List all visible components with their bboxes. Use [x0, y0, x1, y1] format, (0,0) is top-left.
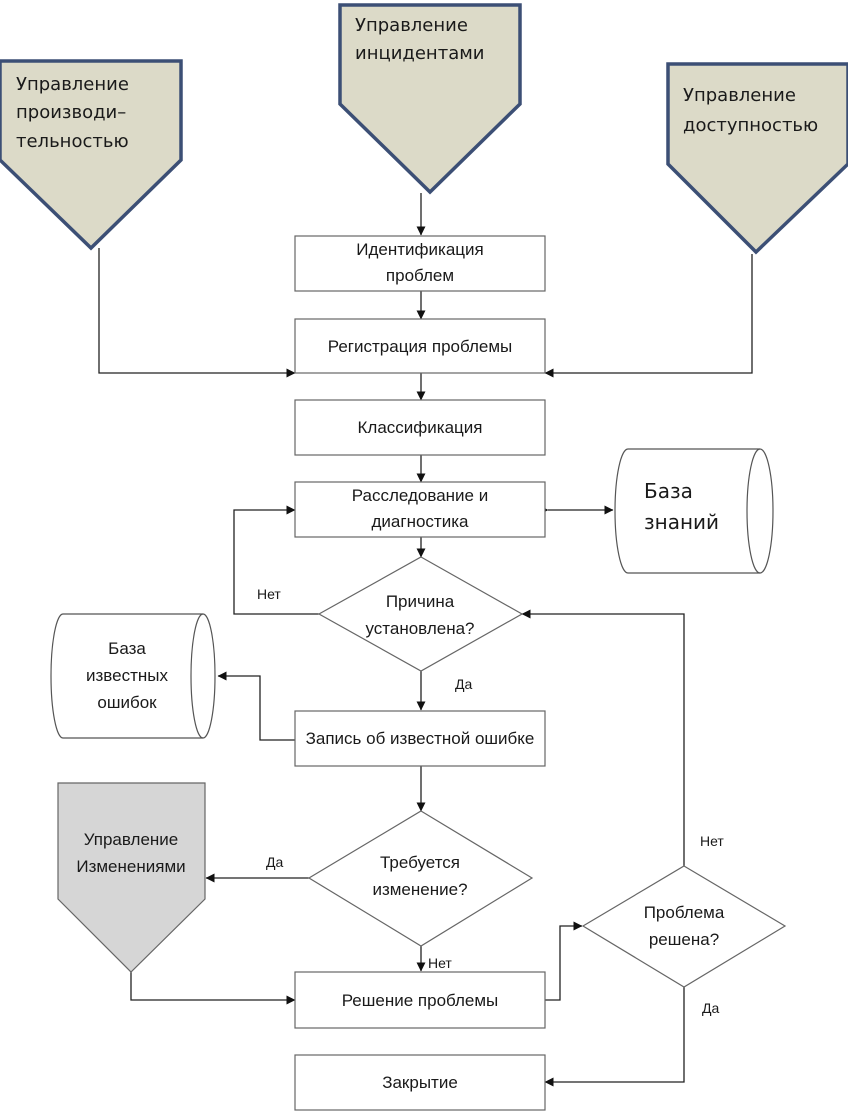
decision-cause-line-1: Причина	[386, 592, 455, 611]
store-known-errors-line-2: известных	[86, 666, 168, 685]
store-known-errors-line-3: ошибок	[97, 693, 157, 712]
step-classification: Классификация	[294, 399, 546, 456]
store-known-errors-db: База известных ошибок	[50, 613, 216, 739]
step-identification-line-1: Идентификация	[356, 240, 483, 259]
step-registration-label: Регистрация проблемы	[328, 337, 512, 356]
decision-change-line-2: изменение?	[372, 880, 467, 899]
input-incident-management: Управление инцидентами	[338, 3, 522, 195]
arrow-change-mgmt-to-resolution	[130, 972, 296, 1005]
store-knowledge-base: База знаний	[614, 448, 774, 574]
edge-label-solved-no: Нет	[700, 833, 724, 849]
input-availability-line-2: доступностью	[683, 115, 818, 136]
step-closure: Закрытие	[294, 1054, 546, 1111]
edge-label-change-yes: Да	[266, 854, 283, 870]
arrow-solved-no-loop	[521, 609, 685, 866]
store-known-errors-line-1: База	[108, 639, 146, 658]
step-investigation-line-2: диагностика	[372, 512, 470, 531]
change-management-line-2: Изменениями	[76, 857, 185, 876]
edge-label-solved-yes: Да	[702, 1000, 719, 1016]
store-knowledge-line-1: База	[644, 479, 693, 503]
decision-problem-solved: Проблема решена?	[581, 865, 787, 988]
decision-change-required: Требуется изменение?	[307, 810, 534, 947]
arrow-cause-no-loop	[233, 505, 319, 615]
edge-label-change-no: Нет	[428, 955, 452, 971]
step-classification-label: Классификация	[358, 418, 483, 437]
edge-label-cause-yes: Да	[455, 676, 472, 692]
step-known-error-record-label: Запись об известной ошибке	[306, 729, 535, 748]
input-availability-line-1: Управление	[683, 85, 796, 106]
step-investigation: Расследование и диагностика	[294, 481, 546, 538]
step-resolution-label: Решение проблемы	[342, 991, 499, 1010]
decision-cause-found: Причина установлена?	[317, 556, 524, 672]
edge-labels: Нет Да Да Нет Нет Да	[257, 586, 724, 1016]
arrow-availability-to-registration	[544, 254, 753, 378]
step-identification: Идентификация проблем	[294, 235, 546, 292]
decision-change-line-1: Требуется	[380, 853, 460, 872]
arrow-record-known-errors-db	[217, 671, 295, 741]
arrow-performance-to-registration	[98, 248, 296, 378]
input-incidents-line-1: Управление	[355, 15, 468, 36]
change-management-line-1: Управление	[84, 830, 179, 849]
step-identification-line-2: проблем	[386, 266, 454, 285]
edge-label-cause-no: Нет	[257, 586, 281, 602]
input-performance-management: Управление производи– тельностью	[0, 59, 183, 251]
arrow-solved-yes-to-closure	[544, 987, 685, 1087]
step-closure-label: Закрытие	[382, 1073, 458, 1092]
input-performance-line-1: Управление	[16, 74, 129, 95]
connectors	[98, 193, 753, 1087]
change-management: Управление Изменениями	[57, 782, 206, 973]
input-performance-line-3: тельностью	[16, 131, 129, 152]
decision-cause-line-2: установлена?	[365, 619, 474, 638]
step-resolution: Решение проблемы	[294, 971, 546, 1029]
input-availability-management: Управление доступностью	[666, 62, 848, 255]
step-investigation-line-1: Расследование и	[352, 486, 488, 505]
step-known-error-record: Запись об известной ошибке	[294, 710, 546, 767]
input-incidents-line-2: инцидентами	[355, 43, 485, 64]
step-registration: Регистрация проблемы	[294, 318, 546, 374]
input-performance-line-2: производи–	[16, 102, 126, 123]
arrow-resolution-to-solved	[545, 921, 583, 1001]
decision-solved-line-2: решена?	[649, 930, 719, 949]
store-knowledge-line-2: знаний	[644, 510, 719, 534]
decision-solved-line-1: Проблема	[644, 903, 725, 922]
